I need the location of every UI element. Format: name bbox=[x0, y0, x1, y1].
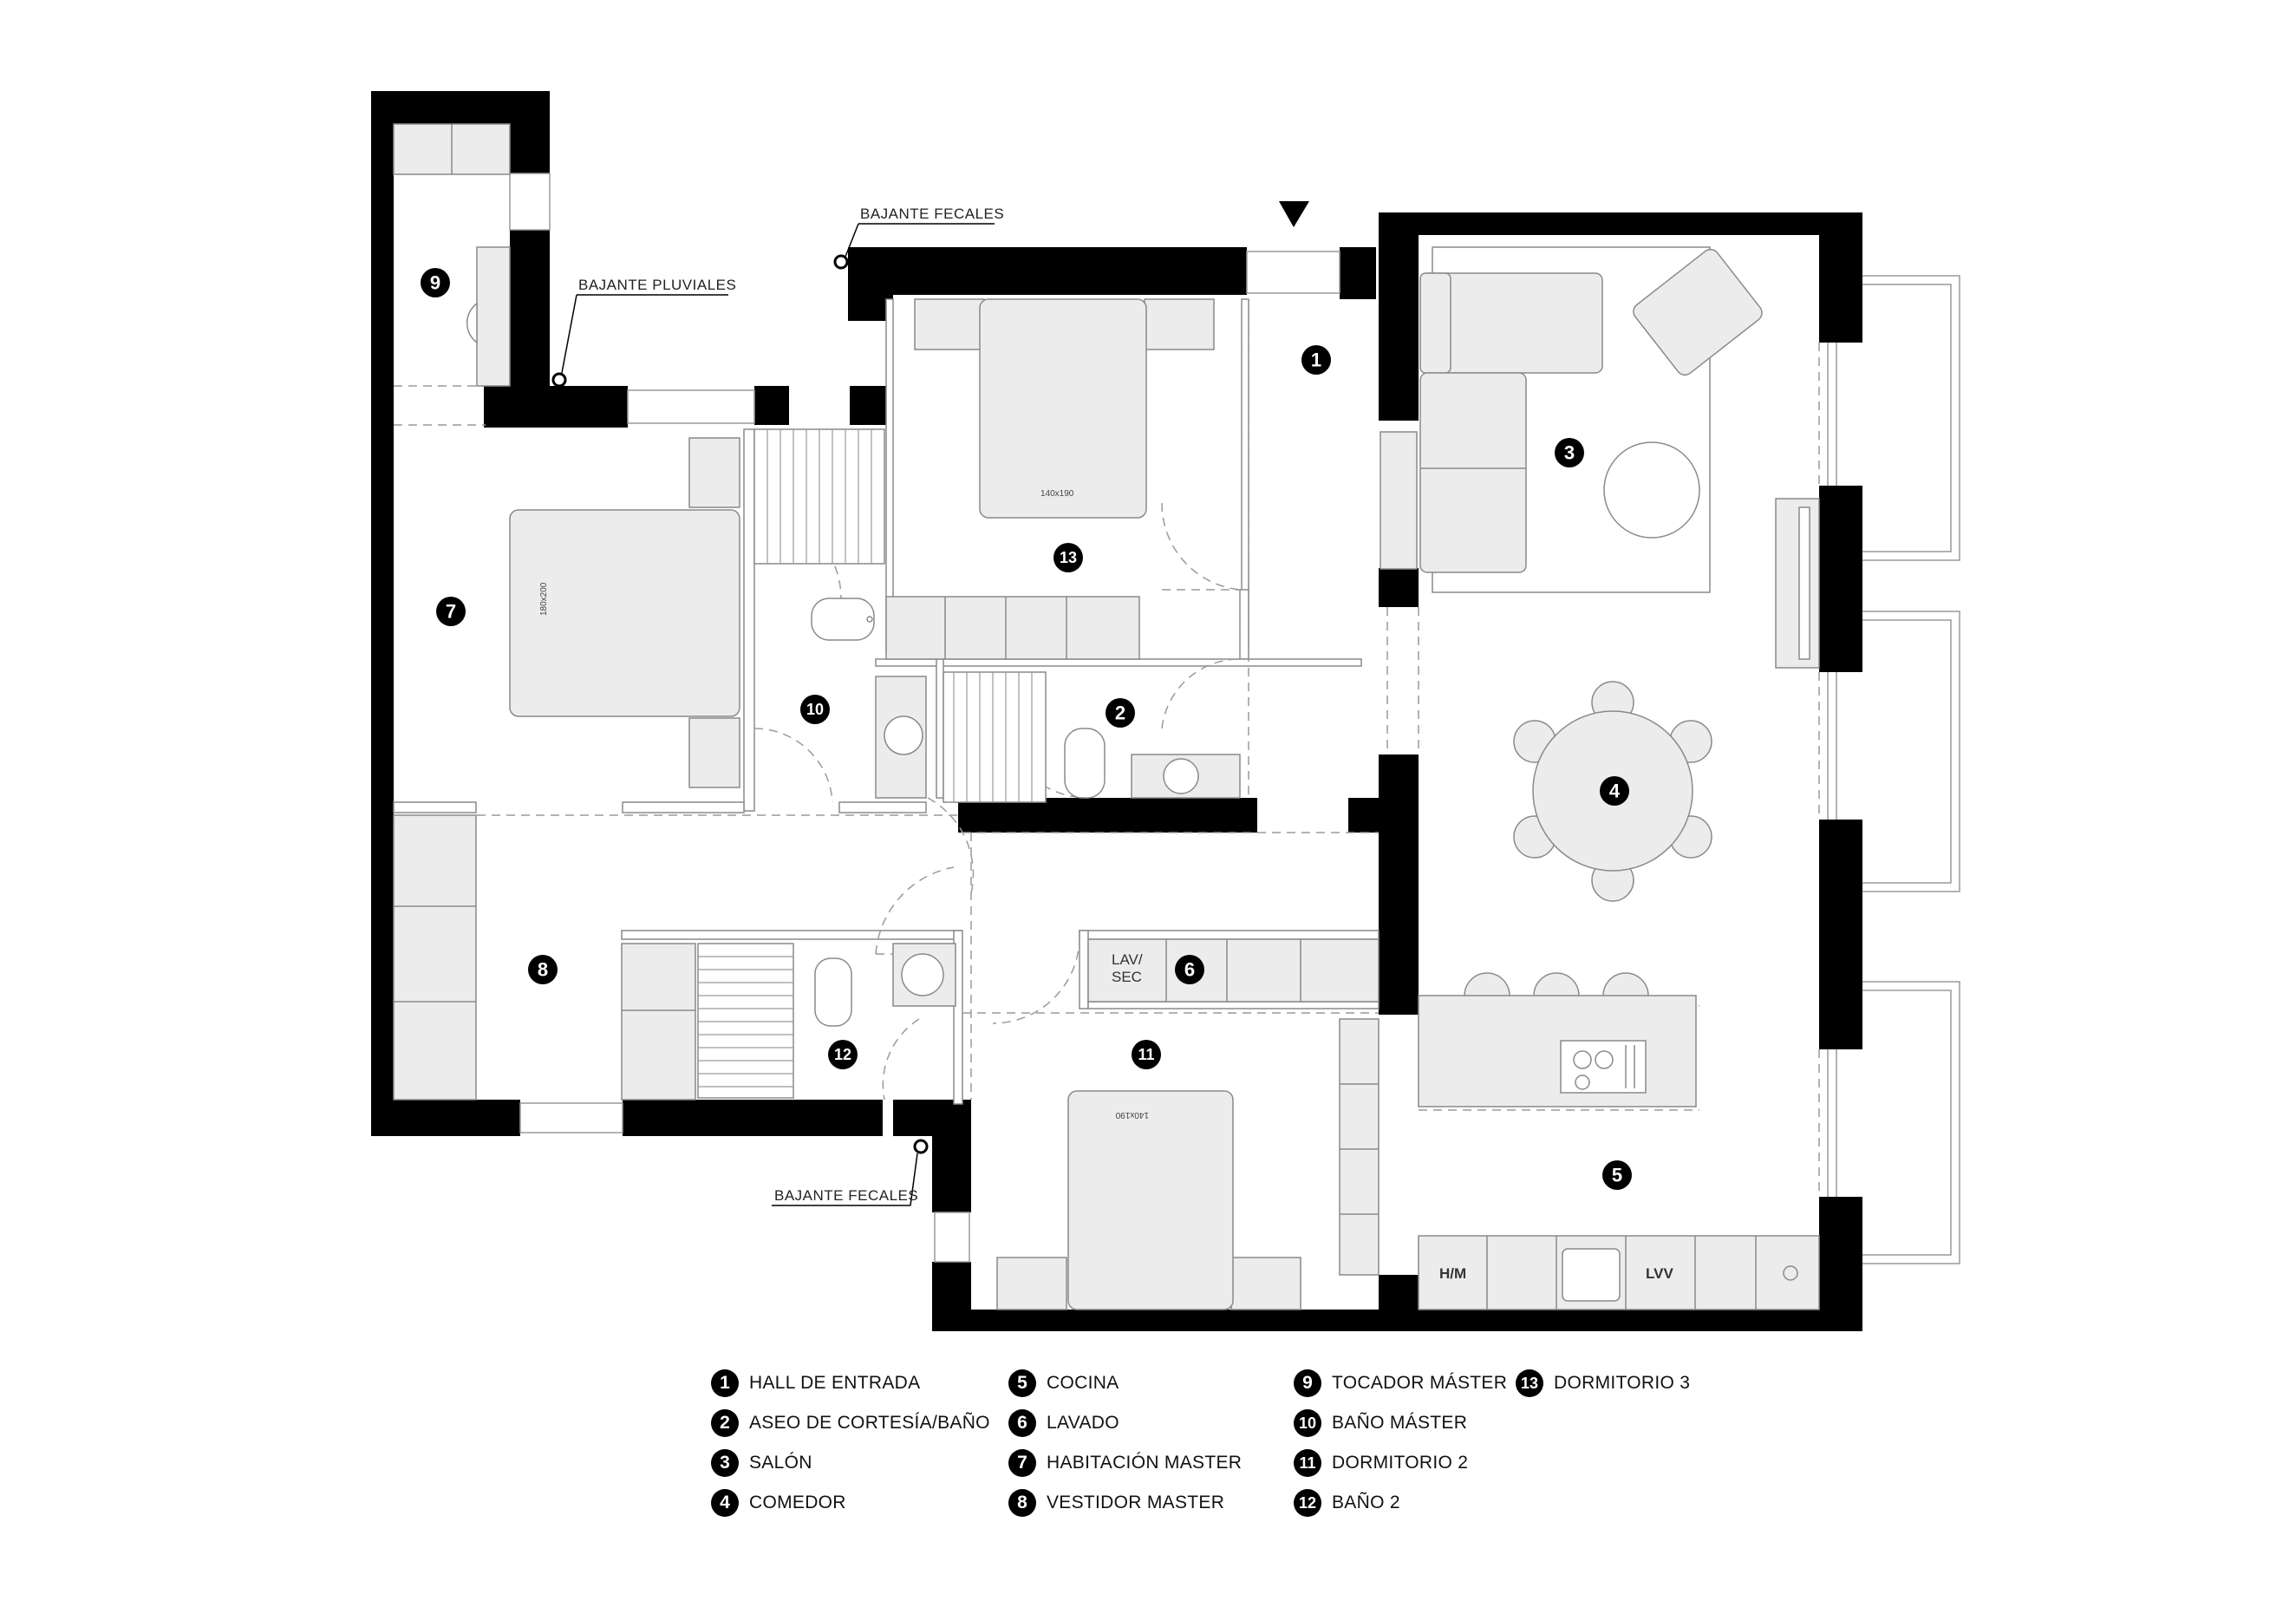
kitchen-island bbox=[1418, 972, 1697, 1107]
room-tag-13: 13 bbox=[1053, 543, 1083, 572]
master-bed: 180x200 bbox=[509, 437, 740, 788]
bed-13-size: 140x190 bbox=[1040, 489, 1074, 499]
bajante-fecales-top-label: BAJANTE FECALES bbox=[860, 206, 1004, 222]
svg-text:10: 10 bbox=[806, 701, 824, 718]
bajante-pluviales-label: BAJANTE PLUVIALES bbox=[578, 277, 736, 293]
balcony-windows bbox=[1827, 275, 1960, 1264]
wardrobe-master bbox=[393, 814, 696, 1101]
dishwasher-label: LVV bbox=[1646, 1265, 1673, 1282]
svg-text:2: 2 bbox=[1115, 702, 1125, 724]
dressing-table bbox=[393, 123, 511, 387]
room-tag-4: 4 bbox=[1600, 776, 1629, 806]
entry-arrow-icon bbox=[1279, 201, 1309, 227]
room-tag-3: 3 bbox=[1555, 438, 1584, 467]
floor-plan: 180x200 140x190 bbox=[371, 91, 1960, 1331]
bath-10-fixtures bbox=[811, 598, 927, 799]
shower-trays bbox=[697, 428, 1047, 1099]
laundry-counter: LAV/ SEC bbox=[1087, 938, 1380, 1003]
bed-room-11: 140x190 bbox=[996, 1018, 1380, 1310]
svg-text:7: 7 bbox=[446, 601, 456, 623]
room-tag-10: 10 bbox=[800, 695, 830, 724]
room-tag-2: 2 bbox=[1106, 698, 1135, 728]
svg-text:8: 8 bbox=[538, 959, 548, 981]
bed-7-size: 180x200 bbox=[539, 582, 549, 616]
washer-label-2: SEC bbox=[1112, 969, 1142, 985]
svg-text:6: 6 bbox=[1184, 959, 1195, 981]
svg-text:4: 4 bbox=[1609, 781, 1621, 802]
svg-text:11: 11 bbox=[1138, 1046, 1154, 1063]
bed-11-size: 140x190 bbox=[1115, 1110, 1149, 1120]
svg-text:1: 1 bbox=[1311, 349, 1321, 371]
living-furniture bbox=[1380, 246, 1820, 669]
window-openings bbox=[509, 173, 1340, 1263]
room-tag-7: 7 bbox=[436, 597, 466, 626]
room-tag-6: 6 bbox=[1175, 955, 1204, 984]
walls bbox=[371, 91, 1862, 1331]
svg-text:5: 5 bbox=[1612, 1165, 1622, 1186]
bath-2-fixtures bbox=[1064, 728, 1241, 799]
washer-label-1: LAV/ bbox=[1112, 951, 1143, 968]
svg-text:12: 12 bbox=[834, 1046, 851, 1063]
room-tag-8: 8 bbox=[528, 955, 558, 984]
svg-text:3: 3 bbox=[1564, 442, 1575, 464]
room-tag-1: 1 bbox=[1301, 345, 1331, 375]
room-tag-5: 5 bbox=[1602, 1160, 1632, 1190]
room-tag-11: 11 bbox=[1132, 1040, 1161, 1069]
bath-12-fixtures bbox=[814, 943, 956, 1027]
drain-annotations: BAJANTE FECALES BAJANTE PLUVIALES BAJANT… bbox=[551, 206, 1004, 1206]
bajante-fecales-bottom-label: BAJANTE FECALES bbox=[774, 1187, 918, 1204]
bed-room-13: 140x190 bbox=[885, 298, 1215, 660]
svg-text:13: 13 bbox=[1060, 549, 1077, 566]
kitchen-counter: H/M LVV bbox=[1418, 1235, 1820, 1310]
svg-text:9: 9 bbox=[430, 272, 440, 294]
room-tag-9: 9 bbox=[421, 268, 450, 297]
room-tag-12: 12 bbox=[828, 1040, 858, 1069]
fridge-label: H/M bbox=[1439, 1265, 1466, 1282]
